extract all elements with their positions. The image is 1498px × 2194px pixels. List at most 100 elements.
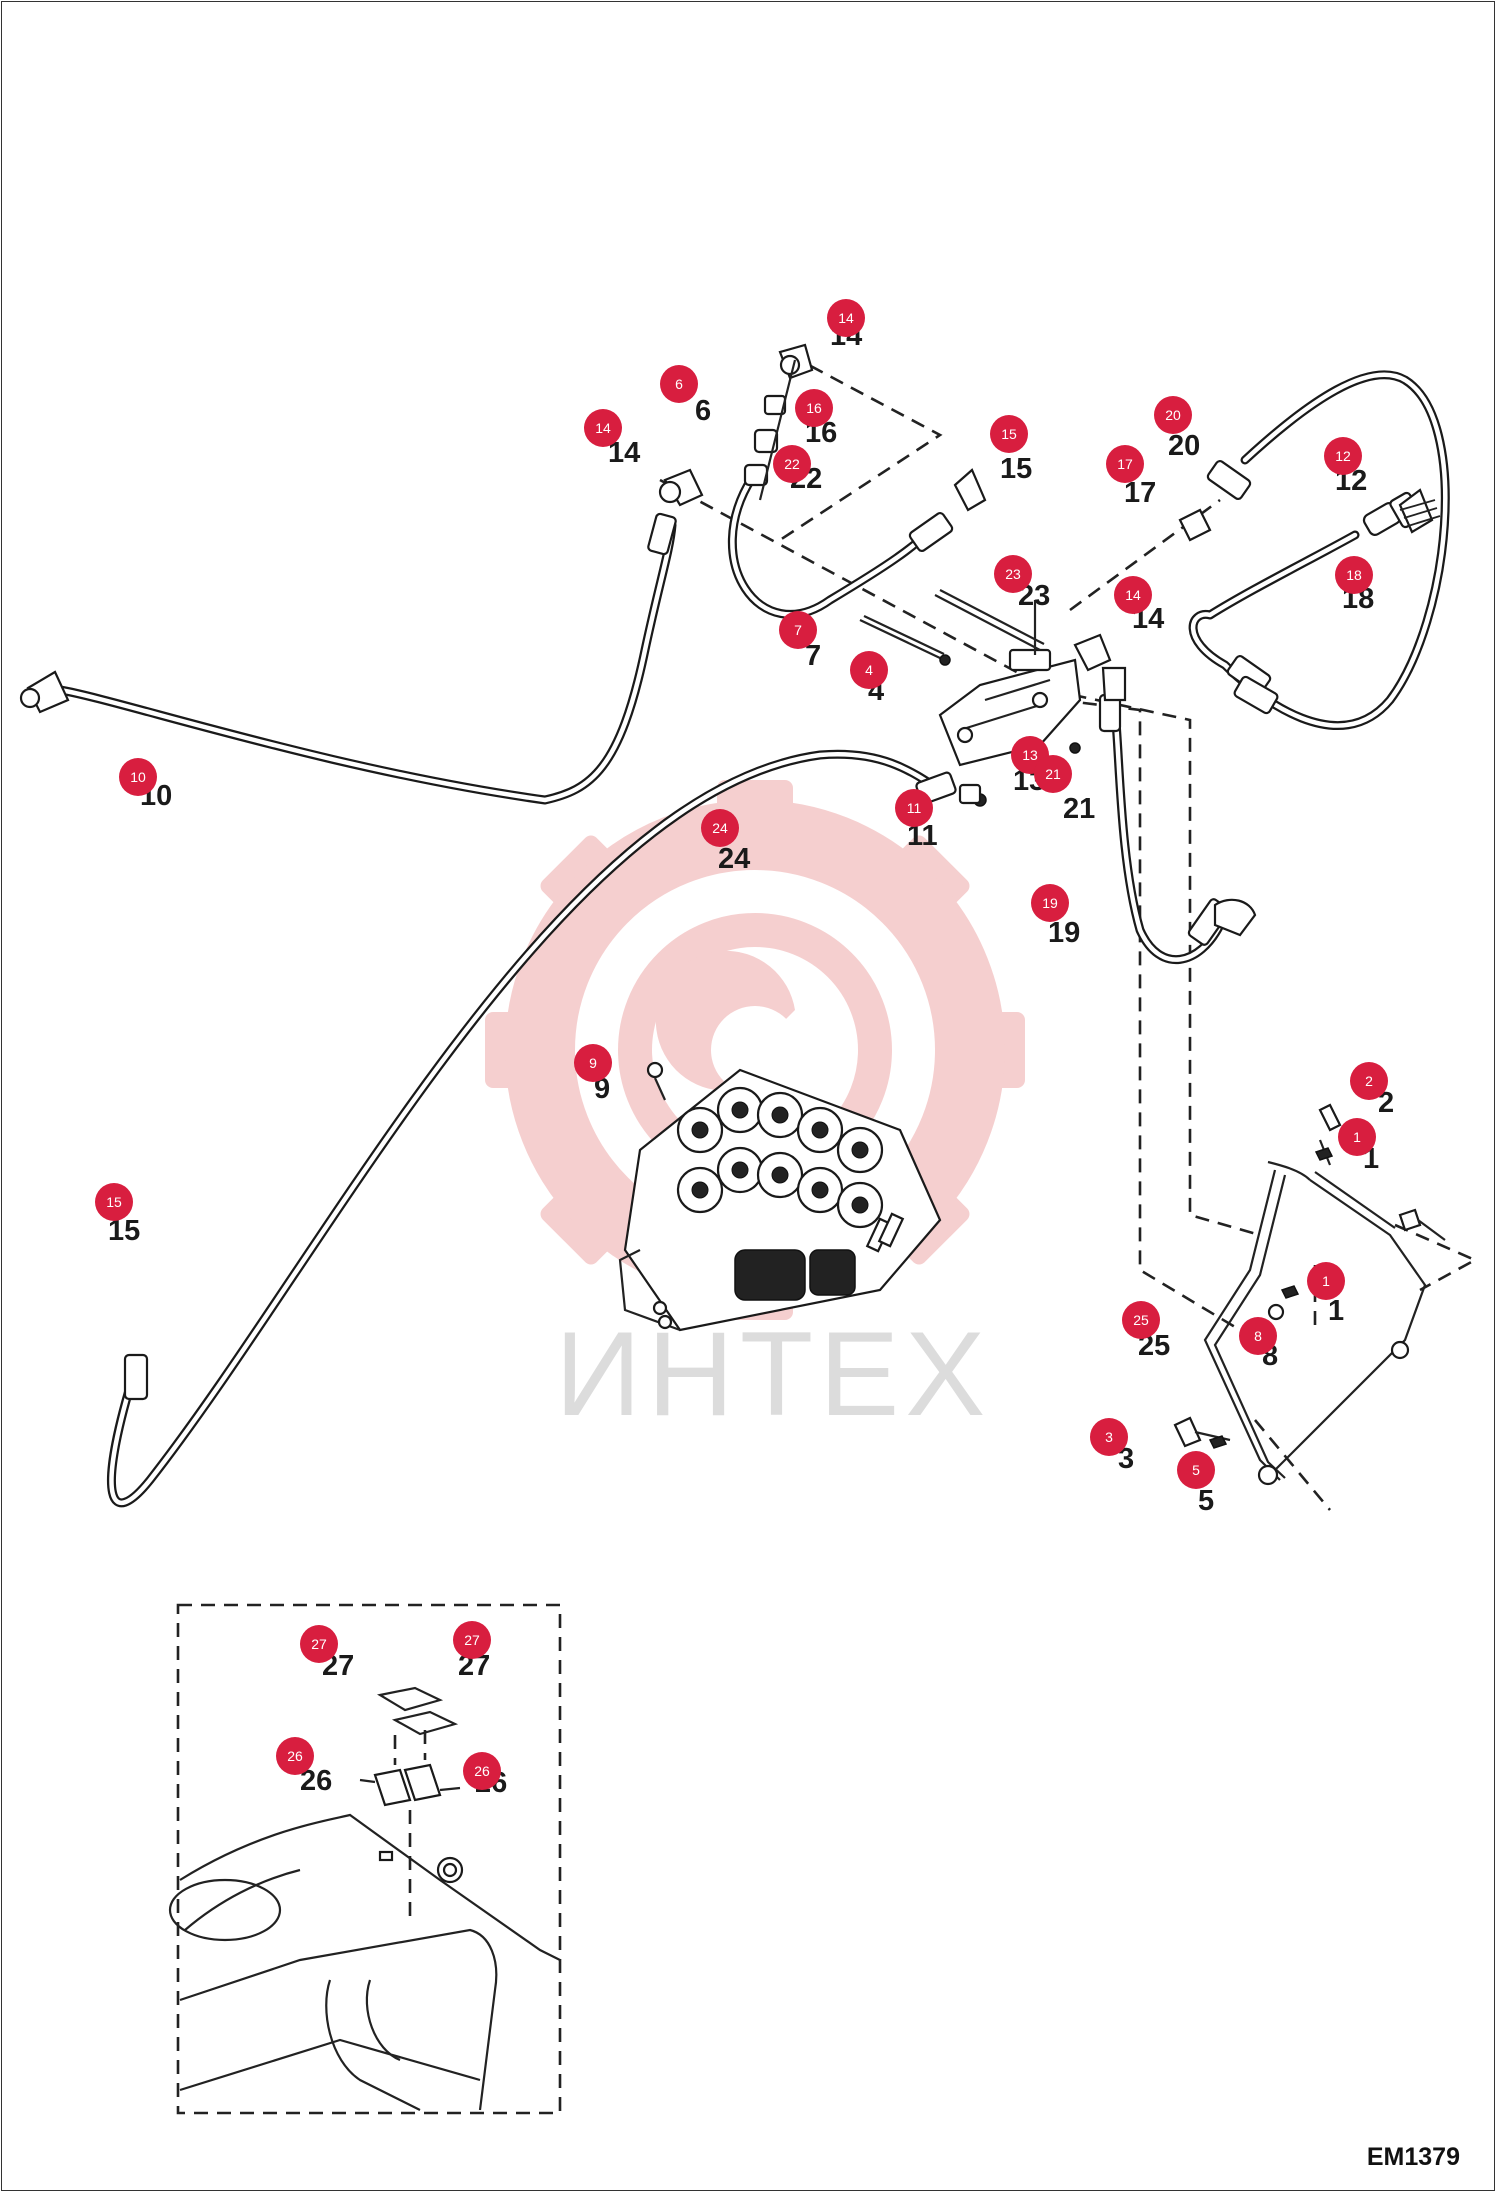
adapter-16: [763, 394, 787, 416]
part-number: 19: [1048, 917, 1080, 949]
control-valve: [618, 1061, 942, 1332]
washer-1-upper: [1314, 1147, 1334, 1161]
callout-badge: 14: [827, 299, 865, 337]
hose-10: [55, 520, 677, 805]
part-number: 21: [1063, 793, 1095, 825]
callout-badge: 5: [1177, 1451, 1215, 1489]
fittings-upper: [658, 343, 1441, 702]
detail-inset: [168, 1603, 562, 2115]
diagram-id: EM1379: [1366, 2143, 1460, 2171]
hoses: [19, 370, 1450, 1508]
svg-text:27: 27: [464, 1632, 480, 1648]
svg-text:25: 25: [1133, 1312, 1149, 1328]
callout-badge: 8: [1239, 1317, 1277, 1355]
callout-badge: 26: [463, 1752, 501, 1790]
callout-badge: 4: [850, 651, 888, 689]
svg-text:1: 1: [1322, 1273, 1330, 1289]
adapter-6: [753, 428, 779, 454]
callout-badge: 1: [1338, 1118, 1376, 1156]
svg-text:20: 20: [1165, 407, 1181, 423]
svg-text:8: 8: [1254, 1328, 1262, 1344]
svg-text:19: 19: [1042, 895, 1058, 911]
part-number: 2: [1378, 1087, 1394, 1119]
fitting-15-top: [953, 468, 987, 512]
bolt-3: [1173, 1416, 1202, 1448]
svg-text:24: 24: [712, 820, 728, 836]
part-number: 6: [695, 395, 711, 427]
svg-text:17: 17: [1117, 456, 1133, 472]
bolt-4: [859, 619, 941, 659]
frame-bracket: [1173, 1103, 1446, 1486]
block-26-right: [403, 1763, 442, 1802]
callout-badge: 7: [779, 611, 817, 649]
part-number: 5: [1198, 1485, 1214, 1517]
svg-text:15: 15: [106, 1194, 122, 1210]
elbow-fitting-14-right: [1073, 633, 1112, 672]
callout-badge: 15: [990, 415, 1028, 453]
callout-badge: 14: [1114, 576, 1152, 614]
fitting-11: [958, 783, 982, 805]
svg-text:14: 14: [838, 310, 854, 326]
svg-text:26: 26: [287, 1748, 303, 1764]
svg-text:7: 7: [794, 622, 802, 638]
svg-text:27: 27: [311, 1636, 327, 1652]
callout-badge: 25: [1122, 1301, 1160, 1339]
svg-text:11: 11: [907, 800, 922, 816]
bolt-23: [934, 594, 1041, 651]
svg-text:23: 23: [1005, 566, 1021, 582]
svg-text:4: 4: [865, 662, 873, 678]
callout-badge: 9: [574, 1044, 612, 1082]
washer-1-lower: [1280, 1285, 1300, 1299]
callout-badge: 27: [453, 1621, 491, 1659]
mounting-bracket: [859, 589, 1082, 807]
part-number: 7: [805, 640, 821, 672]
part-numbers: 14 6 16 14 22 15 20 17 12 18 23 14 7 4 1…: [108, 320, 1394, 1799]
callout-badge: 1: [1307, 1262, 1345, 1300]
svg-text:6: 6: [675, 376, 683, 392]
svg-text:22: 22: [784, 456, 800, 472]
callout-badge: 6: [660, 365, 698, 403]
callout-badge: 16: [795, 389, 833, 427]
washer-8: [1267, 1303, 1285, 1321]
svg-text:3: 3: [1105, 1429, 1113, 1445]
part-number: 1: [1328, 1295, 1344, 1327]
svg-text:14: 14: [595, 420, 611, 436]
svg-text:10: 10: [130, 769, 146, 785]
svg-text:5: 5: [1192, 1462, 1200, 1478]
callout-badge: 19: [1031, 884, 1069, 922]
callout-badge: 15: [95, 1183, 133, 1221]
callout-badge: 12: [1324, 437, 1362, 475]
callout-badge: 23: [994, 555, 1032, 593]
callout-badge: 26: [276, 1737, 314, 1775]
callout-badges: 14 6 16 14 22 15 20 17 12 18 23 14 7 4 1…: [95, 299, 1388, 1790]
svg-text:26: 26: [474, 1763, 490, 1779]
callout-badge: 24: [701, 809, 739, 847]
block-26-left: [373, 1768, 412, 1807]
bolt-2: [1318, 1103, 1342, 1132]
svg-text:2: 2: [1365, 1073, 1373, 1089]
svg-text:18: 18: [1346, 567, 1362, 583]
callout-badge: 2: [1350, 1062, 1388, 1100]
svg-text:12: 12: [1335, 448, 1351, 464]
callout-badge: 27: [300, 1625, 338, 1663]
fitting-17: [1178, 508, 1212, 542]
svg-text:16: 16: [806, 400, 822, 416]
callout-badge: 11: [895, 789, 933, 827]
callout-badge: 14: [584, 409, 622, 447]
svg-text:1: 1: [1353, 1129, 1361, 1145]
svg-text:13: 13: [1022, 747, 1038, 763]
part-number: 20: [1168, 430, 1200, 462]
svg-text:14: 14: [1125, 587, 1141, 603]
svg-text:21: 21: [1045, 766, 1061, 782]
part-number: 24: [718, 843, 750, 875]
callout-badge: 22: [773, 445, 811, 483]
svg-text:9: 9: [589, 1055, 597, 1071]
callout-badge: 18: [1335, 556, 1373, 594]
svg-text:15: 15: [1001, 426, 1017, 442]
watermark-text: ИНТЕХ: [555, 1307, 991, 1441]
washer-5: [1208, 1435, 1228, 1449]
callout-badge: 20: [1154, 396, 1192, 434]
callout-badge: 10: [119, 758, 157, 796]
